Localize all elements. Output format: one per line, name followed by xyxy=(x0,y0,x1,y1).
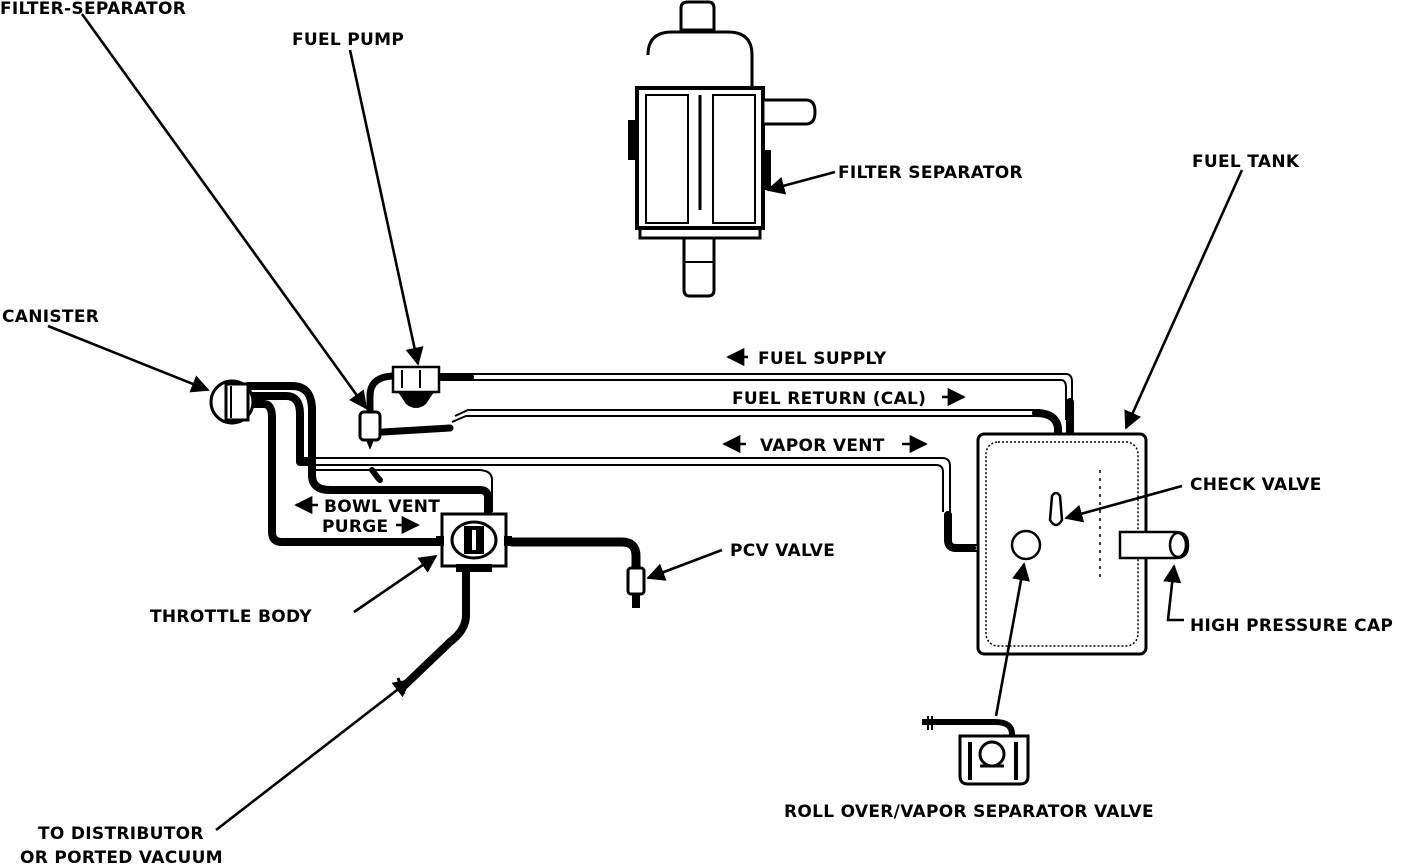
label-to-distributor-line1: TO DISTRIBUTOR xyxy=(38,824,204,844)
filter-separator-detail xyxy=(628,0,817,298)
label-fuel-supply: FUEL SUPPLY xyxy=(758,349,887,369)
label-vapor-vent: VAPOR VENT xyxy=(760,436,885,456)
label-fuel-tank: FUEL TANK xyxy=(1192,152,1300,172)
label-throttle-body: THROTTLE BODY xyxy=(150,607,312,627)
pcv-valve xyxy=(626,566,646,608)
label-high-pressure-cap: HIGH PRESSURE CAP xyxy=(1190,616,1393,636)
pcv-hose xyxy=(507,537,641,573)
label-purge: PURGE xyxy=(322,517,388,537)
pump-to-filter-hose xyxy=(366,372,399,414)
canister-hoses xyxy=(244,382,493,546)
label-filter-separator: FILTER-SEPARATOR xyxy=(0,0,186,19)
label-check-valve: CHECK VALVE xyxy=(1190,475,1322,495)
leader-lines xyxy=(47,13,1244,832)
label-rollover-valve: ROLL OVER/VAPOR SEPARATOR VALVE xyxy=(784,802,1154,822)
fuel-supply-line xyxy=(436,373,1073,420)
fuel-tank xyxy=(976,432,1190,656)
label-bowl-vent: BOWL VENT xyxy=(324,497,440,517)
label-to-distributor-line2: OR PORTED VACUUM xyxy=(20,848,223,868)
inline-filter-separator xyxy=(358,410,382,450)
rollover-valve-detail xyxy=(922,716,1030,786)
label-fuel-pump: FUEL PUMP xyxy=(292,30,404,50)
distributor-vacuum-hose xyxy=(396,566,470,695)
label-filter-separator-detail: FILTER SEPARATOR xyxy=(838,163,1023,183)
label-canister: CANISTER xyxy=(2,307,99,327)
label-pcv-valve: PCV VALVE xyxy=(730,541,835,561)
flow-arrows xyxy=(294,347,966,535)
canister xyxy=(209,379,255,425)
throttle-body xyxy=(436,512,512,572)
fuel-pump xyxy=(391,365,441,408)
label-fuel-return: FUEL RETURN (CAL) xyxy=(732,389,926,409)
fuel-return-line xyxy=(379,398,1074,452)
